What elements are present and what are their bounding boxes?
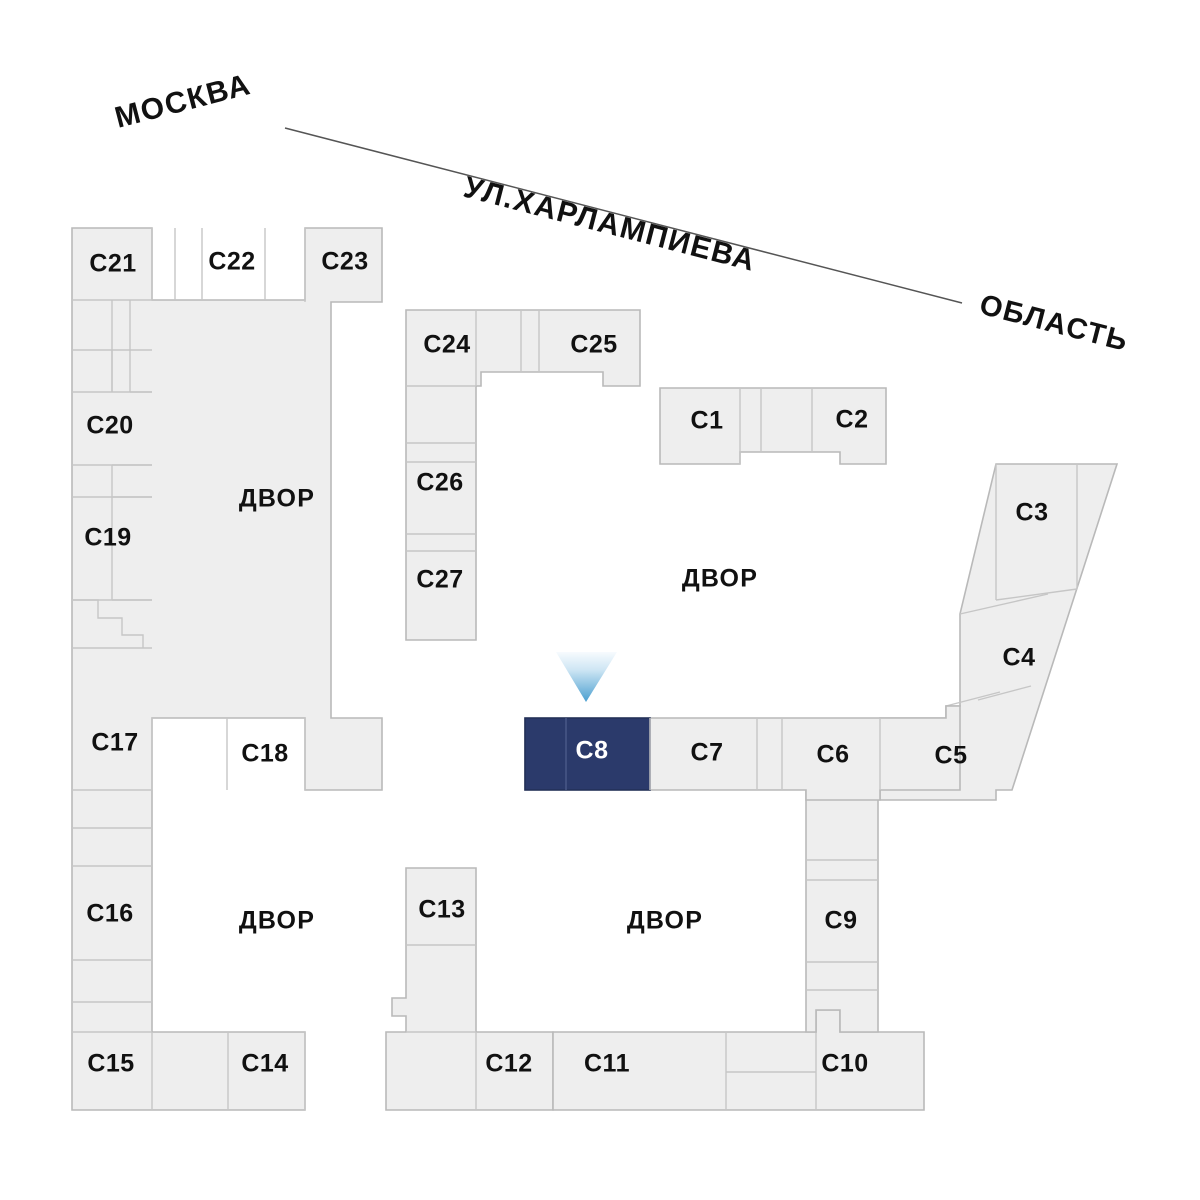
street-name-label: УЛ.ХАРЛАМПИЕВА xyxy=(460,171,759,278)
c11-c10-dividers xyxy=(725,1032,817,1110)
section-label-c12[interactable]: C12 xyxy=(485,1050,532,1078)
north-wing-dividers xyxy=(151,228,306,302)
c18-wing-dividers xyxy=(151,718,306,790)
yard-label-northeast: ДВОР xyxy=(682,565,758,593)
section-label-c9[interactable]: C9 xyxy=(825,907,858,935)
building-outline-west xyxy=(71,227,383,1111)
section-label-c16[interactable]: C16 xyxy=(86,900,133,928)
selection-marker xyxy=(556,652,617,702)
south-wing-west-dividers xyxy=(151,1032,306,1110)
building-outline-c9 xyxy=(805,789,879,1033)
section-label-c3[interactable]: C3 xyxy=(1016,499,1049,527)
block-group-east-wing xyxy=(805,789,879,1033)
marker-triangle-icon xyxy=(556,652,617,702)
c9-dividers xyxy=(806,859,878,991)
yard-labels: ДВОР ДВОР ДВОР ДВОР xyxy=(239,485,758,935)
section-label-c24[interactable]: C24 xyxy=(423,331,470,359)
c24-c27-dividers xyxy=(406,310,540,552)
block-group-main-band xyxy=(524,463,1119,801)
building-outline-c1-c2 xyxy=(659,387,887,465)
section-label-c21[interactable]: C21 xyxy=(89,250,136,278)
block-group-south-center xyxy=(385,867,554,1111)
section-label-c10[interactable]: C10 xyxy=(821,1050,868,1078)
street-axis-line xyxy=(284,127,963,304)
section-label-c1[interactable]: C1 xyxy=(691,407,724,435)
building-outline-c24-c27 xyxy=(405,309,641,641)
section-label-c5[interactable]: C5 xyxy=(935,742,968,770)
block-group-west xyxy=(71,227,383,1111)
section-label-c4[interactable]: C4 xyxy=(1003,644,1036,672)
direction-label-moscow: МОСКВА xyxy=(111,68,254,135)
section-label-c27[interactable]: C27 xyxy=(416,566,463,594)
block-group-center xyxy=(405,309,641,641)
west-inner-notches xyxy=(72,300,152,648)
section-label-c18[interactable]: C18 xyxy=(241,740,288,768)
section-label-c6[interactable]: C6 xyxy=(817,741,850,769)
section-label-c8[interactable]: C8 xyxy=(576,737,609,765)
direction-label-oblast: ОБЛАСТЬ xyxy=(976,289,1132,358)
section-label-c25[interactable]: C25 xyxy=(570,331,617,359)
yard-label-southeast: ДВОР xyxy=(627,907,703,935)
section-label-c11[interactable]: C11 xyxy=(584,1050,630,1078)
section-label-c22[interactable]: C22 xyxy=(208,248,255,276)
section-label-c14[interactable]: C14 xyxy=(241,1050,288,1078)
section-labels: C21 C22 C23 C20 C19 C17 C18 C16 C15 C14 … xyxy=(84,248,1048,1078)
c3-c4-c5-dividers xyxy=(945,464,1078,707)
section-label-c7[interactable]: C7 xyxy=(691,739,724,767)
section-label-c23[interactable]: C23 xyxy=(321,248,368,276)
yard-label-southwest: ДВОР xyxy=(239,907,315,935)
section-label-c2[interactable]: C2 xyxy=(836,406,869,434)
c13-dividers xyxy=(406,944,477,1110)
block-group-c1-c2 xyxy=(659,387,887,465)
section-label-c19[interactable]: C19 xyxy=(84,524,131,552)
section-label-c17[interactable]: C17 xyxy=(91,729,138,757)
c1-c2-dividers xyxy=(739,388,813,464)
section-label-c20[interactable]: C20 xyxy=(86,412,133,440)
main-band-dividers xyxy=(565,718,881,790)
yard-label-northwest: ДВОР xyxy=(239,485,315,513)
section-label-c15[interactable]: C15 xyxy=(87,1050,134,1078)
section-label-c13[interactable]: C13 xyxy=(418,896,465,924)
section-label-c26[interactable]: C26 xyxy=(416,469,463,497)
